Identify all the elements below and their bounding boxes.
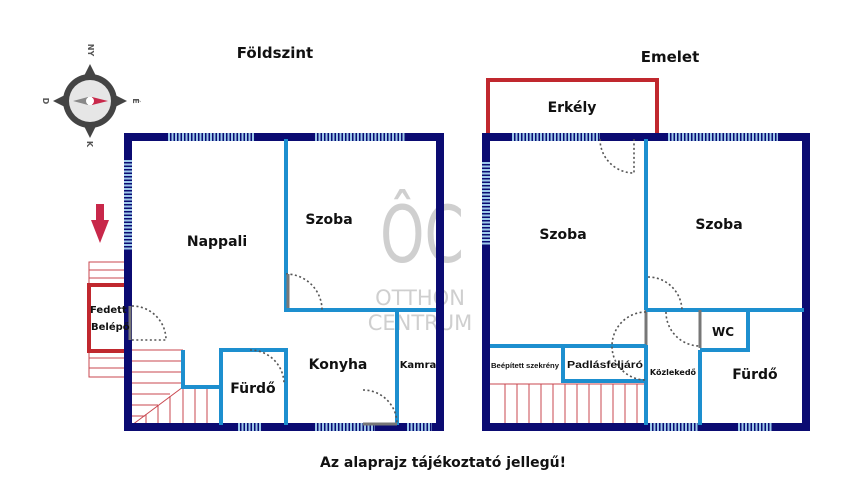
room-label-kozlekedo: Közlekedő bbox=[650, 368, 697, 377]
room-label-padlas: Padlásfeljáró bbox=[567, 360, 643, 371]
entry-arrow-icon bbox=[91, 204, 109, 243]
ground-floor-plan: Nappali Szoba Konyha Fürdő Kamra Fedett … bbox=[87, 133, 444, 431]
room-label-szoba-2: Szoba bbox=[695, 217, 742, 233]
upper-floor-title: Emelet bbox=[641, 48, 700, 66]
upper-outer-walls bbox=[482, 133, 810, 431]
footer-note: Az alaprajz tájékoztató jellegű! bbox=[320, 455, 566, 471]
watermark-line1: OTTHON bbox=[375, 286, 465, 310]
room-label-kamra: Kamra bbox=[400, 360, 437, 371]
room-label-wc: WC bbox=[712, 325, 734, 339]
room-label-konyha: Konyha bbox=[309, 357, 368, 373]
room-label-erkely: Erkély bbox=[548, 100, 597, 116]
room-label-furdo: Fürdő bbox=[230, 381, 276, 397]
room-label-belepo: Belépő bbox=[91, 321, 130, 333]
upper-floor-plan: Erkély Szoba Szoba WC F bbox=[482, 78, 810, 431]
compass-icon: NY É D K bbox=[41, 44, 142, 148]
covered-entry bbox=[87, 283, 130, 353]
compass-south-label: K bbox=[85, 141, 94, 148]
room-label-szoba-1: Szoba bbox=[539, 227, 586, 243]
ground-outer-walls bbox=[124, 133, 444, 431]
compass-north-label: NY bbox=[86, 44, 95, 57]
room-label-nappali: Nappali bbox=[187, 234, 247, 250]
watermark-line2: CENTRUM bbox=[368, 311, 473, 335]
upper-stairs bbox=[490, 383, 647, 425]
room-label-fedett: Fedett bbox=[90, 305, 127, 316]
ground-floor-title: Földszint bbox=[237, 44, 313, 62]
room-label-szekreny: Beépített szekrény bbox=[491, 361, 560, 370]
compass-west-label: D bbox=[41, 98, 50, 105]
compass-east-label: É bbox=[131, 98, 142, 103]
room-label-szoba: Szoba bbox=[305, 212, 352, 228]
watermark-logo: ÔC OTTHON CENTRUM bbox=[368, 189, 473, 335]
room-label-furdo-upper: Fürdő bbox=[732, 367, 778, 383]
watermark-mark: ÔC bbox=[380, 189, 464, 281]
